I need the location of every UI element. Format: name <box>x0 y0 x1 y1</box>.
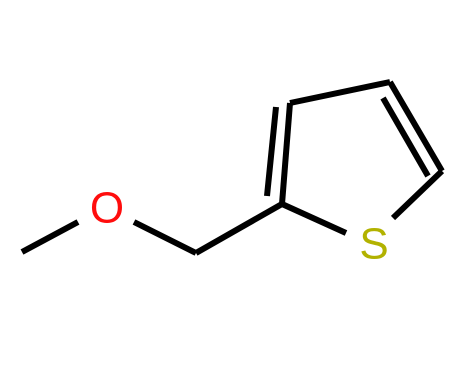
bond-oxygen-methylene <box>132 219 198 256</box>
bond-methyl-oxygen <box>20 219 80 255</box>
bond-c3-c4 <box>289 79 391 106</box>
oxygen-atom-label: O <box>90 184 124 233</box>
bond-c5-sulfur <box>390 168 445 221</box>
bond-sulfur-c2 <box>280 201 348 236</box>
bond-c2-c3-inner <box>264 106 279 197</box>
bond-c2-c3 <box>279 102 293 205</box>
bond-methylene-ring <box>194 201 284 256</box>
bond-c4-c5-inner <box>380 96 431 178</box>
sulfur-atom-label: S <box>359 220 388 269</box>
bond-c4-c5 <box>387 80 445 173</box>
